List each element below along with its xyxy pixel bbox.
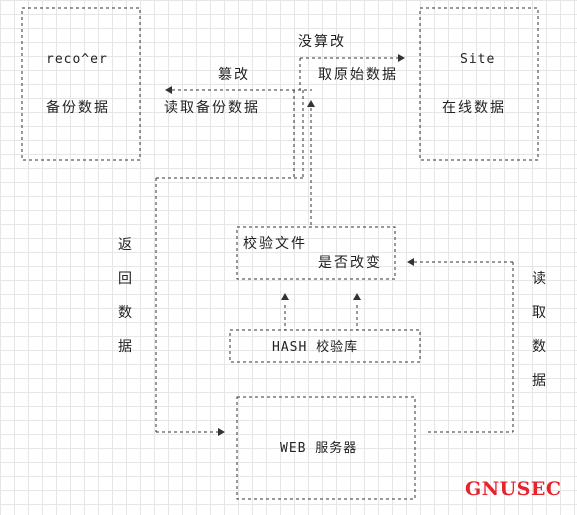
hash-box-label: HASH 校验库	[272, 340, 359, 355]
site-box	[419, 7, 539, 161]
return-data-char-1: 返	[118, 237, 132, 253]
read-data-char-1: 读	[532, 271, 546, 287]
label-tamper-forward: 没算改	[298, 34, 346, 50]
return-data-char-3: 数	[118, 305, 132, 321]
label-tamper-back: 篡改	[218, 67, 250, 83]
read-data-char-2: 取	[532, 305, 546, 321]
return-data-char-2: 回	[118, 271, 132, 287]
arrowhead-to-recover	[165, 86, 172, 94]
check-box-line1: 校验文件	[243, 236, 307, 252]
return-data-char-4: 据	[118, 339, 132, 355]
arrowhead-to-site	[398, 54, 405, 62]
arrowhead-hash-2	[353, 293, 361, 300]
check-box-line2: 是否改变	[318, 255, 382, 271]
gnusec-watermark: GNUSEC	[465, 478, 562, 500]
site-box-caption: 在线数据	[442, 100, 506, 116]
check-box	[236, 226, 396, 280]
arrowhead-up-check	[307, 100, 315, 107]
arrowhead-to-web	[218, 428, 225, 436]
recover-box	[21, 7, 141, 161]
web-box	[236, 396, 416, 500]
label-read-backup: 读取备份数据	[164, 100, 260, 116]
arrowhead-hash-1	[281, 293, 289, 300]
recover-box-caption: 备份数据	[46, 100, 110, 116]
hash-box	[229, 329, 421, 363]
read-data-char-3: 数	[532, 339, 546, 355]
arrowhead-to-check	[407, 258, 414, 266]
recover-box-name: reco^er	[46, 52, 108, 67]
read-data-char-4: 据	[532, 373, 546, 389]
label-read-original: 取原始数据	[318, 67, 398, 83]
site-box-name: Site	[460, 52, 496, 67]
web-box-label: WEB 服务器	[280, 441, 358, 456]
